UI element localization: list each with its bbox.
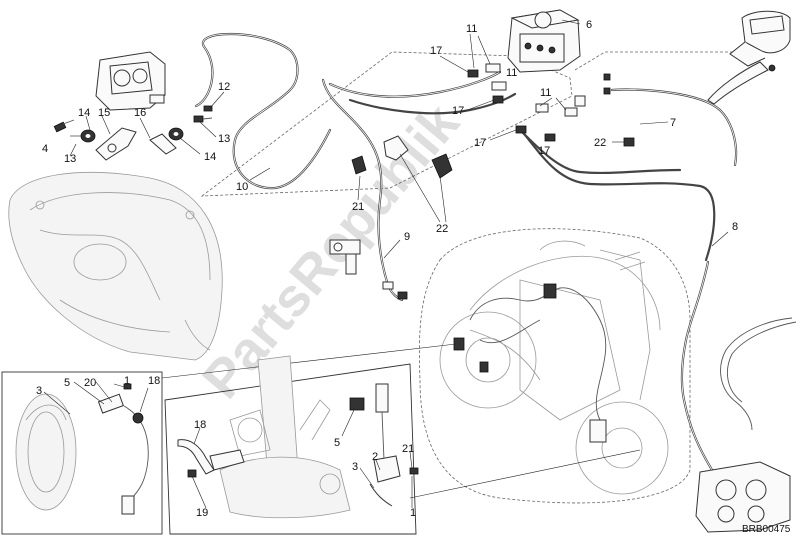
- bolt-20: [187, 469, 197, 478]
- front-speed-sensor: [369, 383, 419, 507]
- callout-8: 8: [732, 221, 738, 233]
- bolt-12: [203, 105, 213, 112]
- callout-1-left: 1: [124, 375, 130, 387]
- hose-guide-23: [383, 135, 453, 179]
- callout-5: 5: [64, 377, 70, 389]
- callout-14-left: 14: [78, 107, 90, 119]
- fitting-17-d: [544, 133, 556, 142]
- rear-line-fitting: [382, 281, 408, 300]
- callout-1-right: 1: [410, 507, 416, 519]
- callout-6: 6: [586, 19, 592, 31]
- motorcycle-dashed-region: [418, 228, 691, 504]
- front-fork-assembly: [219, 355, 351, 519]
- detail-box-front-sensor: [164, 363, 417, 535]
- callout-23: 22: [436, 223, 448, 235]
- callout-13-left: 13: [64, 153, 76, 165]
- callout-11-right: 11: [540, 87, 551, 99]
- callout-7: 7: [670, 117, 676, 129]
- callout-17-lower: 17: [474, 137, 486, 149]
- callout-17-right: 17: [538, 145, 550, 157]
- brake-hose-9: [321, 78, 404, 302]
- fitting-11-b: [535, 103, 578, 117]
- diagram-code: BRB00475: [742, 524, 791, 535]
- brake-hose-8: [680, 260, 714, 472]
- callout-14-right: 14: [204, 151, 216, 163]
- fitting-11-a: [485, 63, 507, 91]
- callout-15: 15: [98, 107, 110, 119]
- rear-master-cylinder: [329, 239, 361, 275]
- callout-9: 9: [404, 231, 410, 243]
- callout-17-mid: 17: [452, 105, 464, 117]
- master-cylinder-group-outline: [574, 51, 746, 71]
- fitting-17-a: [467, 69, 479, 78]
- callout-16: 16: [134, 107, 146, 119]
- sensor-bracket-19: [177, 439, 245, 475]
- rear-speed-sensor: [97, 383, 149, 515]
- callout-11-top: 11: [466, 23, 477, 35]
- abs-control-unit: [507, 9, 581, 73]
- sensor-bracket-rear: [95, 127, 177, 161]
- front-brake-caliper: [695, 461, 791, 533]
- callout-11-mid: 11: [506, 67, 517, 79]
- fitting-17-c: [515, 125, 527, 134]
- callout-18-right: 5: [334, 437, 340, 449]
- callout-2: 2: [372, 451, 378, 463]
- callout-3-left: 3: [36, 385, 42, 397]
- brake-line-abs-to-caliper: [328, 70, 716, 262]
- brake-hose-7: [610, 88, 738, 167]
- detail-box-rear-sensor: [1, 371, 163, 535]
- callout-10: 10: [236, 181, 248, 193]
- wiring-harness: [453, 283, 607, 443]
- callout-20: 19: [196, 507, 208, 519]
- brake-hose-10: [194, 32, 332, 190]
- callout-22-left: 21: [352, 201, 364, 213]
- abs-group-outline: [200, 51, 573, 197]
- callout-19: 18: [194, 419, 206, 431]
- grommet-14-right: [168, 127, 184, 141]
- motorcycle-outline: [439, 240, 669, 495]
- callout-12: 12: [218, 81, 230, 93]
- leader-lines: [43, 19, 729, 509]
- rear-brake-caliper: [95, 51, 166, 111]
- grommet-14-left: [80, 129, 96, 143]
- callout-17-top: 17: [430, 45, 442, 57]
- hose-clip-22-right: [623, 137, 635, 147]
- bolt-13-right: [193, 115, 213, 123]
- callout-22-right: 22: [594, 137, 606, 149]
- fitting-17-b: [492, 95, 504, 104]
- callout-21-left: 20: [84, 377, 96, 389]
- callout-21-right: 21: [402, 443, 414, 455]
- tail-unit-housing: [8, 171, 223, 361]
- callout-4: 4: [42, 143, 48, 155]
- sensor-cover-18: [349, 397, 365, 411]
- callout-labels: 6 11 17 11 17 11 17 17 7 22 8 9 10 12 13…: [36, 19, 738, 519]
- callout-3-right: 3: [352, 461, 358, 473]
- front-master-cylinder: [707, 10, 791, 105]
- hose-clip-22-left: [351, 155, 367, 175]
- callout-13-right: 13: [218, 133, 230, 145]
- banjo-fitting: [574, 73, 611, 107]
- callout-18-left: 18: [148, 375, 160, 387]
- front-brake-hose: [720, 317, 797, 431]
- bolt-4: [53, 119, 75, 133]
